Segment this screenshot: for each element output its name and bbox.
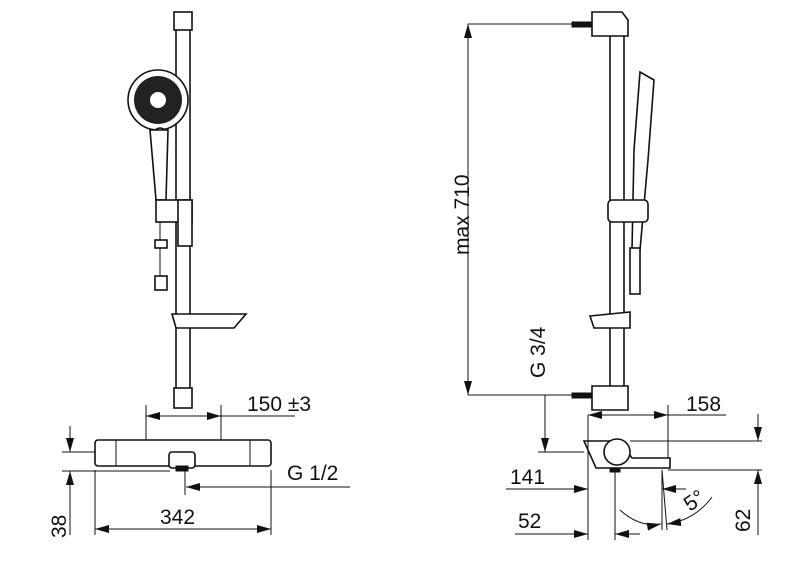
hose-end (154, 275, 168, 291)
hand-shower-side (631, 70, 655, 251)
dim-depth-label: 38 (48, 515, 71, 538)
side-holder (607, 199, 649, 223)
dim-thread-label: G 1/2 (287, 462, 338, 485)
soap-dish (170, 313, 248, 329)
bottom-wall-bracket (591, 385, 629, 411)
side-soap-dish (588, 311, 631, 329)
top-wall-bracket (591, 11, 629, 37)
side-view-shower-set (464, 11, 655, 452)
dim-62-label: 62 (732, 509, 755, 532)
dim-141-label: 141 (510, 466, 545, 489)
front-view-thermostat (62, 405, 350, 535)
hose-end (154, 239, 168, 249)
dim-width-label: 342 (160, 506, 195, 529)
front-view-shower-set (127, 11, 248, 409)
dim-angle-label: 5° (680, 486, 710, 516)
thermostat-knob (603, 438, 631, 466)
dim-height-label: max 710 (451, 174, 474, 255)
dim-thread-side-label: G 3/4 (527, 326, 550, 378)
side-view-thermostat (506, 405, 762, 540)
dim-spacing-label: 150 ±3 (247, 393, 311, 416)
rail-top-cap (173, 11, 193, 31)
hand-shower-handle (149, 129, 169, 201)
dim-projection-label: 158 (686, 393, 721, 416)
dim-52-label: 52 (518, 510, 541, 533)
rail-bottom-cap (173, 387, 193, 409)
